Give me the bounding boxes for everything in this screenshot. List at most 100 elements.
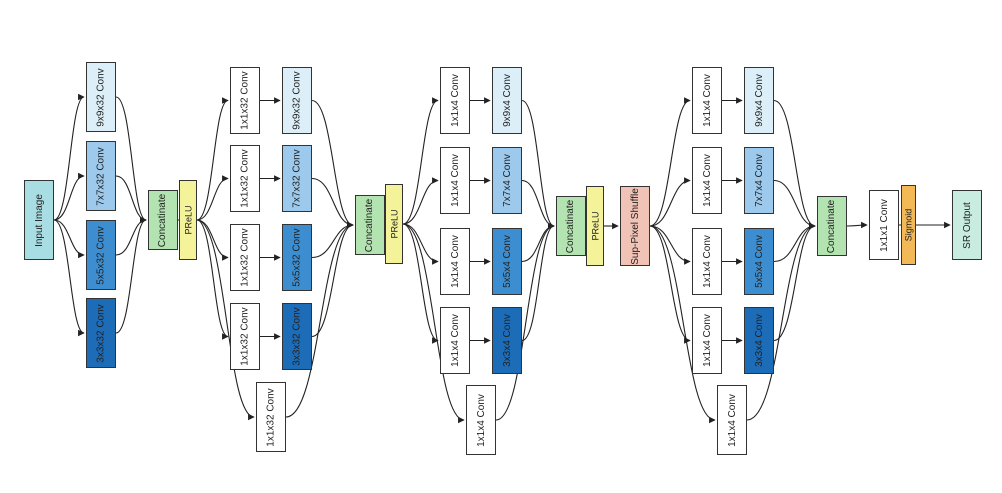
edge-arrow bbox=[311, 99, 354, 229]
node-label: 5x5x4 Conv bbox=[753, 235, 765, 288]
input-image-node: Input Image bbox=[24, 180, 54, 260]
concatenate-node-2: Concatinate bbox=[355, 195, 385, 255]
node-label: 1x1x4 Conv bbox=[449, 154, 461, 207]
edge-arrow bbox=[773, 179, 816, 230]
node-label: 9x9x32 Conv bbox=[95, 67, 107, 127]
final-conv-node: 1x1x1 Conv bbox=[869, 190, 899, 260]
node-label: Concatinate bbox=[826, 199, 838, 253]
conv-node-s2w2: 1x1x4 Conv bbox=[440, 228, 470, 295]
node-label: 5x5x4 Conv bbox=[501, 235, 513, 288]
node-label: 3x3x32 Conv bbox=[95, 303, 107, 363]
node-label: 1x1x4 Conv bbox=[701, 154, 713, 207]
edge-arrow bbox=[649, 225, 691, 265]
node-label: 5x5x32 Conv bbox=[95, 225, 107, 285]
conv-node-s3b2: 5x5x4 Conv bbox=[744, 228, 774, 295]
conv-node-s1b0: 9x9x32 Conv bbox=[282, 67, 312, 134]
conv-node-s1w1: 1x1x32 Conv bbox=[230, 145, 260, 212]
node-label: 1x1x4 Conv bbox=[475, 393, 487, 447]
edge-arrow bbox=[649, 97, 691, 227]
edge-arrow bbox=[115, 175, 147, 224]
conv-node-s1x: 1x1x32 Conv bbox=[256, 382, 286, 452]
node-label: PReLU bbox=[389, 209, 400, 239]
edge-arrow bbox=[649, 225, 716, 424]
node-label: 3x3x4 Conv bbox=[753, 314, 765, 367]
node-label: Concatinate bbox=[157, 193, 169, 247]
edge-arrow bbox=[521, 99, 555, 230]
edge-arrow bbox=[746, 222, 816, 421]
conv-node-s2b3: 3x3x4 Conv bbox=[492, 307, 522, 374]
node-label: 5x5x32 Conv bbox=[291, 228, 303, 287]
edge-arrow bbox=[846, 221, 868, 229]
conv-node-s2b2: 5x5x4 Conv bbox=[492, 228, 522, 295]
node-label: Sigmoid bbox=[903, 208, 914, 242]
node-label: 1x1x32 Conv bbox=[265, 387, 277, 447]
conv-node-s3w3: 1x1x4 Conv bbox=[692, 307, 722, 374]
conv-node-s1w0: 1x1x32 Conv bbox=[230, 67, 260, 134]
edge-arrow bbox=[402, 223, 439, 344]
edge-arrow bbox=[402, 223, 439, 265]
node-label: 1x1x4 Conv bbox=[449, 235, 461, 288]
sigmoid-node: Sigmoid bbox=[901, 185, 916, 265]
conv-node-s2w3: 1x1x4 Conv bbox=[440, 307, 470, 374]
conv-node-s3w0: 1x1x4 Conv bbox=[692, 67, 722, 134]
concatenate-node-4: Concatinate bbox=[817, 196, 847, 256]
edge-arrow bbox=[196, 219, 229, 340]
conv-node-s3b1: 7x7x4 Conv bbox=[744, 147, 774, 214]
conv-node-s0b: 7x7x32 Conv bbox=[86, 141, 116, 211]
conv-node-s3w2: 1x1x4 Conv bbox=[692, 228, 722, 295]
concatenate-node-1: Concatinate bbox=[148, 190, 178, 250]
edge-arrow bbox=[402, 177, 439, 225]
conv-node-s2b0: 9x9x4 Conv bbox=[492, 67, 522, 134]
node-label: 1x1x32 Conv bbox=[239, 228, 251, 287]
prelu-node-1: PReLU bbox=[179, 180, 197, 260]
concatenate-node-3: Concatinate bbox=[556, 196, 586, 256]
node-label: 1x1x4 Conv bbox=[701, 74, 713, 127]
node-label: 3x3x32 Conv bbox=[291, 307, 303, 366]
edge-arrow bbox=[495, 222, 555, 421]
conv-node-s0a: 9x9x32 Conv bbox=[86, 62, 116, 132]
conv-node-s2w1: 1x1x4 Conv bbox=[440, 147, 470, 214]
edge-arrow bbox=[773, 222, 816, 342]
node-label: 1x1x4 Conv bbox=[726, 393, 738, 447]
sub-pixel-shuffle-node: Sup-Pixel Shuffle bbox=[620, 186, 650, 266]
edge-arrow bbox=[53, 172, 85, 221]
conv-node-s1w2: 1x1x32 Conv bbox=[230, 224, 260, 291]
node-label: SR Output bbox=[961, 201, 973, 249]
node-label: 1x1x4 Conv bbox=[449, 314, 461, 367]
conv-node-s3b0: 9x9x4 Conv bbox=[744, 67, 774, 134]
node-label: Concatinate bbox=[364, 198, 376, 252]
prelu-node-2: PReLU bbox=[385, 184, 403, 264]
edge-arrow bbox=[649, 177, 691, 227]
node-label: 7x7x32 Conv bbox=[95, 146, 107, 206]
conv-node-s2x: 1x1x4 Conv bbox=[466, 385, 496, 455]
node-label: 1x1x4 Conv bbox=[701, 235, 713, 288]
node-label: 1x1x4 Conv bbox=[449, 74, 461, 127]
node-label: 7x7x32 Conv bbox=[291, 149, 303, 208]
node-label: Concatinate bbox=[565, 199, 577, 253]
edge-arrow bbox=[115, 96, 147, 224]
node-label: Sup-Pixel Shuffle bbox=[629, 187, 641, 265]
node-label: PReLU bbox=[590, 211, 601, 241]
edge-arrow bbox=[196, 97, 229, 221]
node-label: 1x1x4 Conv bbox=[701, 314, 713, 367]
node-label: 1x1x32 Conv bbox=[239, 71, 251, 130]
edge-arrow bbox=[196, 219, 255, 421]
node-label: 9x9x4 Conv bbox=[501, 74, 513, 127]
conv-node-s0d: 3x3x32 Conv bbox=[86, 298, 116, 368]
node-label: 1x1x32 Conv bbox=[239, 149, 251, 208]
conv-node-s0c: 5x5x32 Conv bbox=[86, 220, 116, 290]
edge-arrow bbox=[53, 219, 85, 337]
edge-arrow bbox=[285, 221, 354, 418]
conv-node-s2b1: 7x7x4 Conv bbox=[492, 147, 522, 214]
edge-arrow bbox=[402, 97, 439, 225]
conv-node-s3b3: 3x3x4 Conv bbox=[744, 307, 774, 374]
edge-arrow bbox=[53, 219, 85, 259]
edge-arrow bbox=[402, 223, 465, 424]
sr-output-node: SR Output bbox=[952, 190, 982, 260]
conv-node-s3x: 1x1x4 Conv bbox=[717, 385, 747, 455]
node-label: 1x1x32 Conv bbox=[239, 307, 251, 366]
conv-node-s1b2: 5x5x32 Conv bbox=[282, 224, 312, 291]
conv-node-s1b3: 3x3x32 Conv bbox=[282, 303, 312, 370]
node-label: 9x9x32 Conv bbox=[291, 71, 303, 130]
prelu-node-3: PReLU bbox=[586, 186, 604, 266]
